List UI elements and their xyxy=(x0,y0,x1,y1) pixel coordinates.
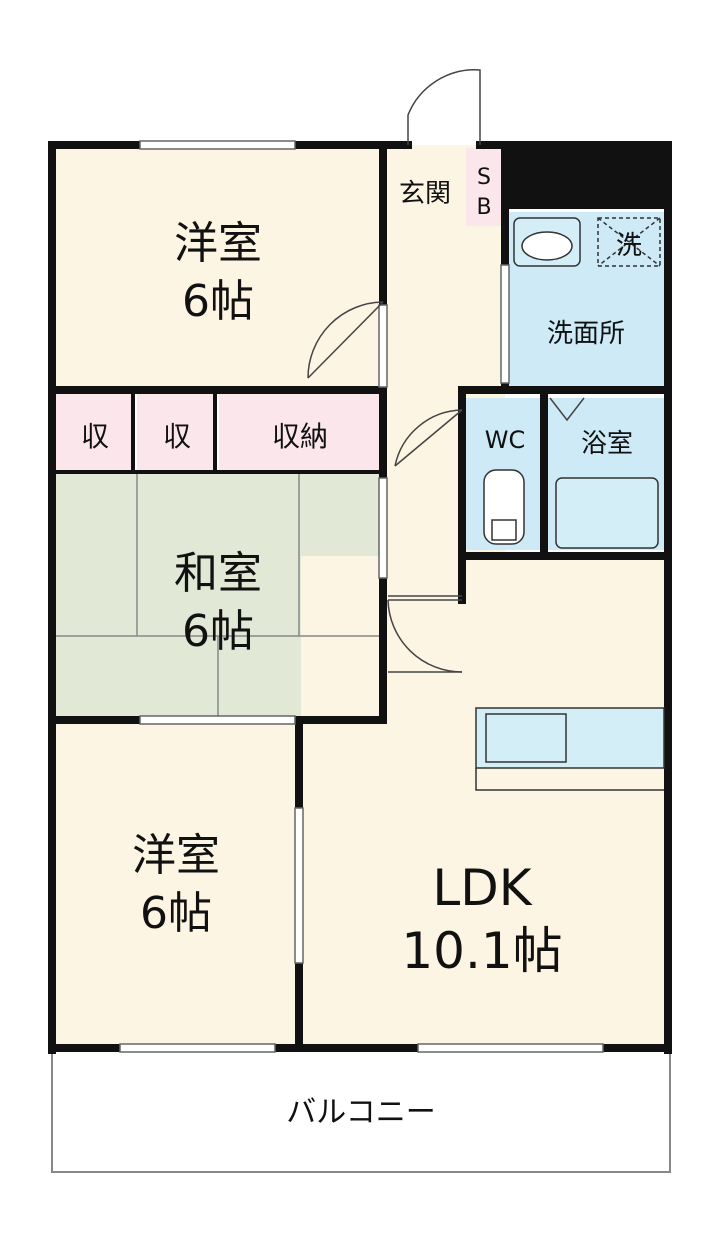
laundry-label: 洗 xyxy=(616,231,642,261)
storage-2-label: 収 xyxy=(163,420,191,453)
balcony-area xyxy=(51,1049,671,1173)
storage-1-label: 収 xyxy=(81,420,109,453)
western-room-bottom-name: 洋室 xyxy=(132,830,220,881)
western-room-top-size: 6帖 xyxy=(182,276,254,327)
washroom-label: 洗面所 xyxy=(547,319,625,349)
western-room-bottom-floor xyxy=(55,722,297,1047)
ldk-name: LDK xyxy=(432,859,532,917)
windows xyxy=(119,140,604,1053)
closet-floor xyxy=(219,392,379,470)
thin-walls xyxy=(52,390,383,474)
entrance-label: 玄関 xyxy=(399,179,451,209)
shoe-box-label-s: S xyxy=(477,165,491,190)
japanese-room-name: 和室 xyxy=(174,548,262,599)
storage-2-floor xyxy=(137,392,215,470)
closet-label: 収納 xyxy=(272,420,328,453)
ldk-floor xyxy=(301,556,667,1047)
western-room-top-name: 洋室 xyxy=(174,218,262,269)
japanese-room-size: 6帖 xyxy=(182,606,254,657)
toilet-label: WC xyxy=(485,426,526,454)
western-room-bottom-size: 6帖 xyxy=(140,888,212,939)
balcony-label: バルコニー xyxy=(286,1095,435,1130)
bathroom-label: 浴室 xyxy=(581,429,633,459)
door-swings xyxy=(307,69,585,673)
fixtures xyxy=(475,217,665,791)
shoe-box-floor xyxy=(466,148,502,226)
shoe-box-label-b: B xyxy=(476,195,491,220)
ldk-size: 10.1帖 xyxy=(401,922,562,980)
tatami-lines xyxy=(55,474,380,718)
storage-1-floor xyxy=(55,392,133,470)
pipe-shaft xyxy=(505,143,672,209)
western-room-top-floor xyxy=(55,145,385,388)
